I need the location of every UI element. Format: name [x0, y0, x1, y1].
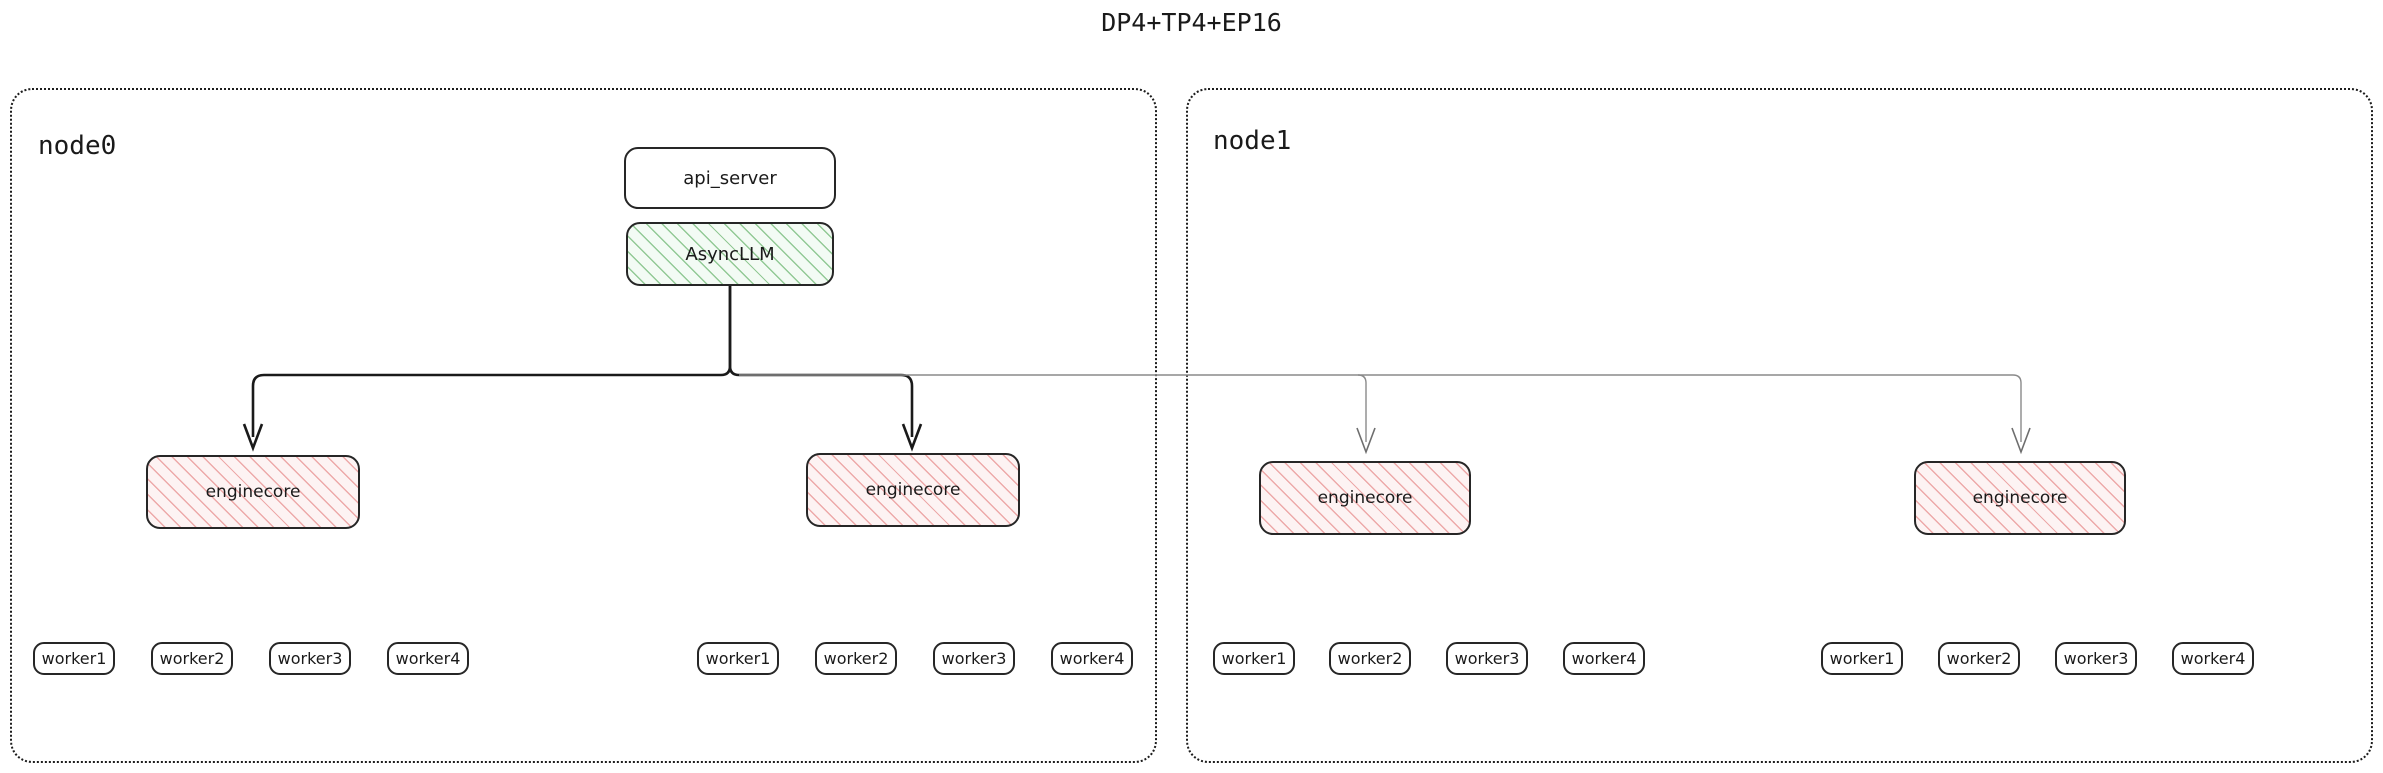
worker-box-node0-1-3[interactable]: worker3 — [933, 642, 1015, 675]
node-label-node1: node1 — [1213, 126, 1292, 156]
node-label-node0: node0 — [38, 131, 117, 161]
worker-box-node0-1-4[interactable]: worker4 — [1051, 642, 1133, 675]
enginecore-box-node0-1[interactable]: enginecore — [806, 453, 1020, 527]
worker-box-node0-0-3[interactable]: worker3 — [269, 642, 351, 675]
worker-box-node0-0-2[interactable]: worker2 — [151, 642, 233, 675]
worker-box-node0-0-4[interactable]: worker4 — [387, 642, 469, 675]
worker-box-node0-1-1[interactable]: worker1 — [697, 642, 779, 675]
asyncllm-box[interactable]: AsyncLLM — [626, 222, 834, 286]
worker-box-node1-0-4[interactable]: worker4 — [1563, 642, 1645, 675]
worker-box-node1-1-2[interactable]: worker2 — [1938, 642, 2020, 675]
worker-box-node1-0-2[interactable]: worker2 — [1329, 642, 1411, 675]
enginecore-box-node0-0[interactable]: enginecore — [146, 455, 360, 529]
enginecore-box-node1-0[interactable]: enginecore — [1259, 461, 1471, 535]
worker-box-node0-0-1[interactable]: worker1 — [33, 642, 115, 675]
enginecore-box-node1-1[interactable]: enginecore — [1914, 461, 2126, 535]
worker-box-node1-1-4[interactable]: worker4 — [2172, 642, 2254, 675]
page-title: DP4+TP4+EP16 — [1101, 8, 1282, 37]
worker-box-node1-0-1[interactable]: worker1 — [1213, 642, 1295, 675]
worker-box-node1-1-3[interactable]: worker3 — [2055, 642, 2137, 675]
worker-box-node0-1-2[interactable]: worker2 — [815, 642, 897, 675]
api-server-box[interactable]: api_server — [624, 147, 836, 209]
worker-box-node1-0-3[interactable]: worker3 — [1446, 642, 1528, 675]
worker-box-node1-1-1[interactable]: worker1 — [1821, 642, 1903, 675]
